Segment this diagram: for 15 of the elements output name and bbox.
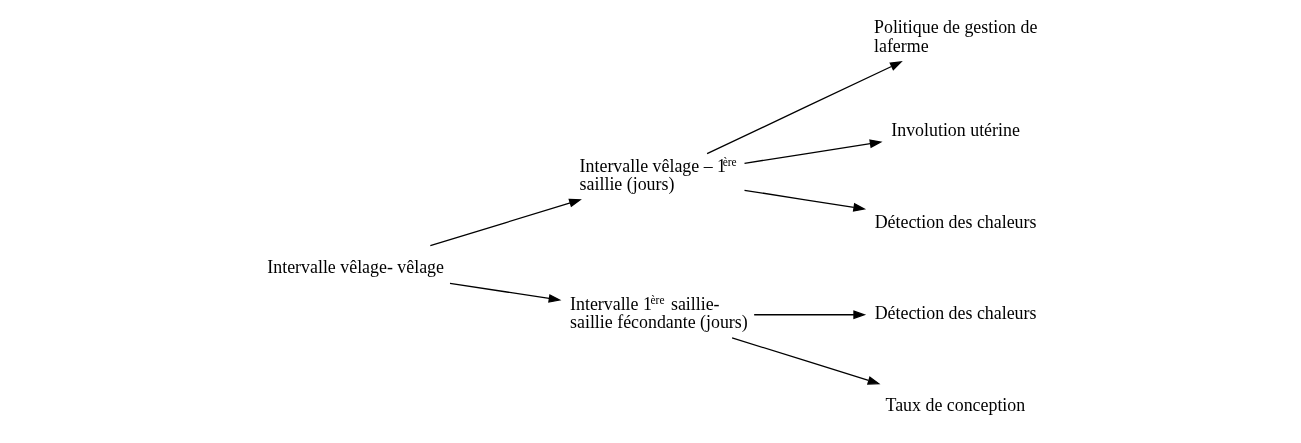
node-text: Intervalle vêlage – 1$^{ère}$ saillie (jours) [579, 155, 737, 194]
arrow [449, 282, 562, 303]
node-text: Intervalle 1$^{ère}$ saillie- saillie fécondante (jours) [570, 293, 748, 332]
node-text: Intervalle vêlage- vêlage [267, 257, 444, 278]
arrow [706, 61, 903, 155]
arrow [743, 139, 883, 164]
arrow [429, 198, 582, 247]
node-text: Involution utérine [891, 119, 1020, 140]
arrow [753, 310, 867, 320]
node-text: Taux de conception [885, 395, 1026, 416]
arrow [731, 337, 881, 385]
arrow [743, 189, 867, 212]
node-text: Détection des chaleurs [874, 303, 1037, 324]
node-text: Détection des chaleurs [874, 211, 1037, 232]
node-text: Politique de gestion de laferme [874, 16, 1038, 56]
